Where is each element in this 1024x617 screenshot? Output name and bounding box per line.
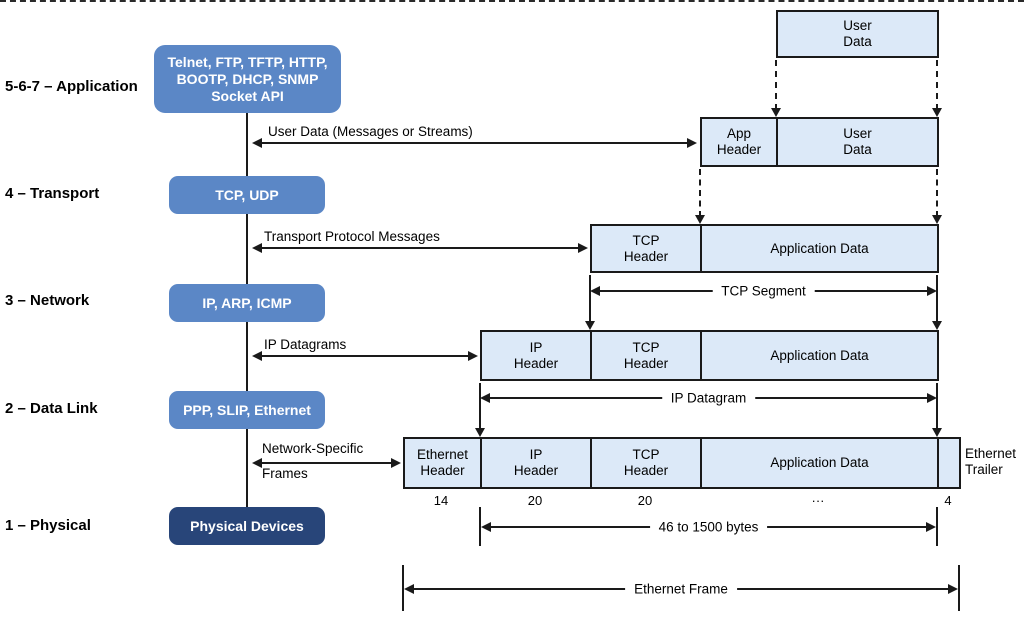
protocol-box-application: Telnet, FTP, TFTP, HTTP, BOOTP, DHCP, SN… [154,45,341,113]
flow-arrow-network-frames [252,458,401,468]
flow-label-transport-messages: Transport Protocol Messages [264,229,440,244]
encap-drop-arrow [932,383,942,437]
encap-cell-tcp-header: TCP Header [590,330,702,381]
encap-cell-ethernet-trailer [937,437,961,489]
span-label-payload-size: 46 to 1500 bytes [649,519,768,535]
arrowhead-left-icon [252,138,262,148]
flow-label-user-data: User Data (Messages or Streams) [268,124,473,139]
flow-label-ip-datagrams: IP Datagrams [264,337,347,352]
encap-dashed-arrow [932,169,942,224]
flow-label-frames: Frames [262,466,308,481]
span-arrow-ethernet-frame: Ethernet Frame [404,581,958,597]
arrowhead-down-icon [932,108,942,117]
arrow-line [260,355,470,357]
protocol-box-transport: TCP, UDP [169,176,325,214]
measure-tick [936,507,938,546]
arrowhead-down-icon [771,108,781,117]
layer-label-application: 5-6-7 – Application [5,78,138,95]
encap-cell-user-data: User Data [776,10,939,58]
flow-arrow-transport-messages [252,243,588,253]
encap-cell-app-header: App Header [700,117,778,167]
arrowhead-down-icon [695,215,705,224]
layer-label-datalink: 2 – Data Link [5,400,98,417]
encap-dashed-arrow [771,60,781,117]
encap-cell-application-data: Application Data [700,437,939,489]
arrowhead-down-icon [932,215,942,224]
arrow-line [260,142,689,144]
arrowhead-left-icon [252,351,262,361]
layer-label-network: 3 – Network [5,292,90,309]
span-label-ip-datagram: IP Datagram [661,390,756,406]
encap-cell-tcp-header: TCP Header [590,224,702,273]
span-arrow-tcp-segment: TCP Segment [590,283,937,299]
encap-cell-ethernet-header: Ethernet Header [403,437,482,489]
size-label-ip-header: 20 [527,493,543,508]
encap-cell-ip-header: IP Header [480,330,592,381]
size-label-application-data: ··· [811,493,825,508]
encap-cell-ip-header: IP Header [480,437,592,489]
layer-label-physical: 1 – Physical [5,517,91,534]
dashed-line [936,169,938,217]
encap-cell-user-data: User Data [776,117,939,167]
encap-cell-application-data: Application Data [700,330,939,381]
span-label-ethernet-frame: Ethernet Frame [625,581,737,597]
flow-label-network-specific: Network-Specific [262,441,364,456]
protocol-box-physical: Physical Devices [169,507,325,545]
dashed-line [699,169,701,217]
arrowhead-down-icon [932,428,942,437]
arrowhead-right-icon [927,286,937,296]
flow-arrow-ip-datagrams [252,351,478,361]
solid-line [479,383,481,430]
arrowhead-left-icon [480,393,490,403]
arrowhead-right-icon [391,458,401,468]
measure-tick [479,507,481,546]
encap-dashed-arrow [932,60,942,117]
span-arrow-payload-size: 46 to 1500 bytes [481,519,936,535]
arrow-line [260,247,580,249]
ethernet-trailer-label: Ethernet Trailer [965,446,1017,477]
top-border-line [0,0,1024,2]
arrowhead-left-icon [590,286,600,296]
arrowhead-right-icon [687,138,697,148]
span-arrow-ip-datagram: IP Datagram [480,390,937,406]
encap-drop-arrow [475,383,485,437]
encap-cell-application-data: Application Data [700,224,939,273]
span-label-tcp-segment: TCP Segment [712,283,815,299]
arrowhead-down-icon [932,321,942,330]
arrowhead-right-icon [926,522,936,532]
size-label-ethernet-trailer: 4 [944,493,952,508]
arrow-line [260,462,393,464]
solid-line [936,275,938,323]
arrowhead-right-icon [578,243,588,253]
arrowhead-right-icon [927,393,937,403]
flow-arrow-user-data [252,138,697,148]
solid-line [589,275,591,323]
solid-line [936,383,938,430]
encap-drop-arrow [585,275,595,330]
measure-tick [402,565,404,611]
arrowhead-left-icon [404,584,414,594]
arrowhead-down-icon [585,321,595,330]
size-label-tcp-header: 20 [637,493,653,508]
arrowhead-right-icon [468,351,478,361]
encap-cell-tcp-header: TCP Header [590,437,702,489]
measure-tick [958,565,960,611]
protocol-box-datalink: PPP, SLIP, Ethernet [169,391,325,429]
arrowhead-right-icon [948,584,958,594]
dashed-line [936,60,938,110]
layer-label-transport: 4 – Transport [5,185,100,202]
arrowhead-down-icon [475,428,485,437]
size-label-ethernet-header: 14 [433,493,449,508]
arrowhead-left-icon [481,522,491,532]
arrowhead-left-icon [252,243,262,253]
arrowhead-left-icon [252,458,262,468]
encap-drop-arrow [932,275,942,330]
protocol-box-network: IP, ARP, ICMP [169,284,325,322]
encap-dashed-arrow [695,169,705,224]
dashed-line [775,60,777,110]
